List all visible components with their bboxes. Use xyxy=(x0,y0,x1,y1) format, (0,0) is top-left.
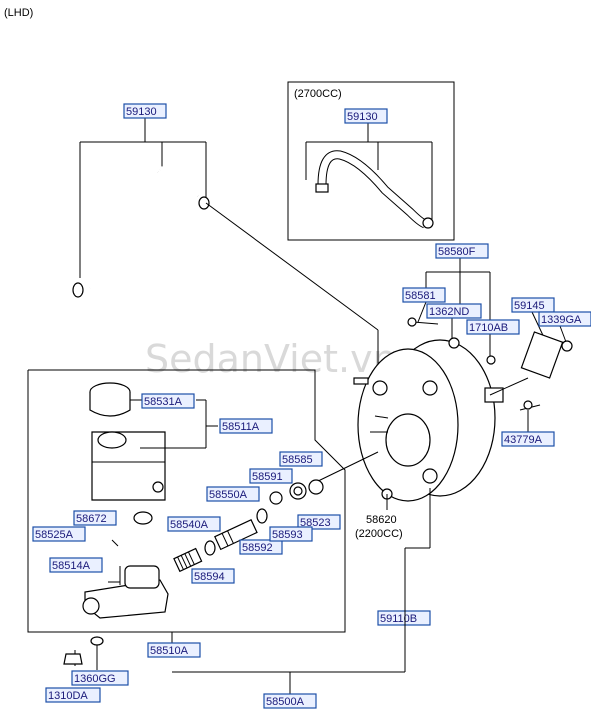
label-booster-assy-58500a[interactable]: 58500A xyxy=(263,693,317,709)
label-seal-58591[interactable]: 58591 xyxy=(249,468,293,484)
label-ring-58523[interactable]: 58523 xyxy=(297,514,341,530)
svg-text:58672: 58672 xyxy=(76,513,107,525)
hose-clamp-icon xyxy=(422,217,434,229)
svg-text:58593: 58593 xyxy=(272,529,303,541)
label-nut-1360gg[interactable]: 1360GG xyxy=(71,670,129,686)
drive-side-label: (LHD) xyxy=(4,7,33,19)
svg-text:59110B: 59110B xyxy=(380,613,417,625)
label-reservoir-58511a[interactable]: 58511A xyxy=(219,418,273,434)
svg-text:58591: 58591 xyxy=(252,471,283,483)
engine-2200-note: (2200CC) xyxy=(355,528,403,540)
label-bolt-58581[interactable]: 58581 xyxy=(402,287,446,303)
hose-clamp-icon xyxy=(72,282,84,298)
label-nut-58620[interactable]: 58620 xyxy=(366,514,397,526)
label-hose-assy-59110b[interactable]: 59110B xyxy=(377,610,431,626)
svg-text:58511A: 58511A xyxy=(222,421,260,433)
svg-text:59130: 59130 xyxy=(126,106,157,118)
brake-booster xyxy=(311,317,573,549)
label-oring-58585[interactable]: 58585 xyxy=(279,451,323,467)
label-booster-kit[interactable]: 58580F xyxy=(435,243,489,259)
label-spring-58592[interactable]: 58592 xyxy=(239,539,283,555)
label-washer-1310da[interactable]: 1310DA xyxy=(45,687,101,703)
label-bolt-58525a[interactable]: 58525A xyxy=(32,526,86,542)
clevis-icon xyxy=(523,400,533,410)
label-gasket-59145[interactable]: 59145 xyxy=(511,297,555,313)
svg-text:1710AB: 1710AB xyxy=(469,322,508,334)
inset-2700cc: (2700CC) xyxy=(287,81,455,241)
svg-text:1360GG: 1360GG xyxy=(74,673,116,685)
inset-title: (2700CC) xyxy=(294,88,342,100)
grommet-icon xyxy=(133,511,153,525)
label-clevis-43779a[interactable]: 43779A xyxy=(501,431,555,447)
svg-text:59130: 59130 xyxy=(347,111,378,123)
svg-text:58550A: 58550A xyxy=(209,489,248,501)
washer-nut-group xyxy=(63,548,406,694)
svg-text:43779A: 43779A xyxy=(504,434,543,446)
hose-clamp-icon xyxy=(198,196,210,210)
svg-text:58592: 58592 xyxy=(242,542,273,554)
label-nut-1339ga[interactable]: 1339GA xyxy=(538,311,591,327)
bolt-icon xyxy=(407,317,417,327)
label-pin-58514a[interactable]: 58514A xyxy=(49,557,103,573)
svg-text:59145: 59145 xyxy=(514,300,545,312)
svg-text:58510A: 58510A xyxy=(150,645,189,657)
svg-text:58523: 58523 xyxy=(300,517,331,529)
watermark: SedanViet.vn xyxy=(145,337,397,381)
label-grommet-58672[interactable]: 58672 xyxy=(73,510,117,526)
label-cylinder-58510a[interactable]: 58510A xyxy=(147,642,201,658)
gasket-59145 xyxy=(520,331,564,379)
svg-text:58585: 58585 xyxy=(282,454,313,466)
label-piston2-58540a[interactable]: 58540A xyxy=(167,516,221,532)
nut-icon xyxy=(63,653,83,665)
label-hose-main[interactable]: 59130 xyxy=(123,103,167,119)
label-clip-1710ab[interactable]: 1710AB xyxy=(466,319,520,335)
pin-icon xyxy=(448,337,460,349)
svg-text:58594: 58594 xyxy=(194,571,225,583)
svg-text:58581: 58581 xyxy=(405,290,436,302)
label-seal-58593[interactable]: 58593 xyxy=(269,526,313,542)
svg-text:58514A: 58514A xyxy=(52,560,91,572)
label-spring-58594[interactable]: 58594 xyxy=(191,568,235,584)
label-cap-58531a[interactable]: 58531A xyxy=(141,393,195,409)
clip-icon xyxy=(486,355,496,365)
svg-text:1362ND: 1362ND xyxy=(429,306,469,318)
svg-text:58580F: 58580F xyxy=(438,246,476,258)
svg-text:1339GA: 1339GA xyxy=(541,314,582,326)
hose-main-group xyxy=(72,118,379,385)
svg-text:58531A: 58531A xyxy=(144,396,183,408)
booster-kit-lines xyxy=(417,258,567,432)
label-piston-58550a[interactable]: 58550A xyxy=(206,486,260,502)
washer-icon xyxy=(90,636,104,646)
svg-text:58500A: 58500A xyxy=(266,696,305,708)
label-pin-1362nd[interactable]: 1362ND xyxy=(426,303,482,319)
hose-clamp-icon xyxy=(315,183,329,193)
svg-text:58525A: 58525A xyxy=(35,529,74,541)
svg-text:58540A: 58540A xyxy=(170,519,209,531)
svg-text:1310DA: 1310DA xyxy=(48,690,88,702)
nut-icon xyxy=(561,340,573,352)
label-hose-inset[interactable]: 59130 xyxy=(344,108,388,124)
